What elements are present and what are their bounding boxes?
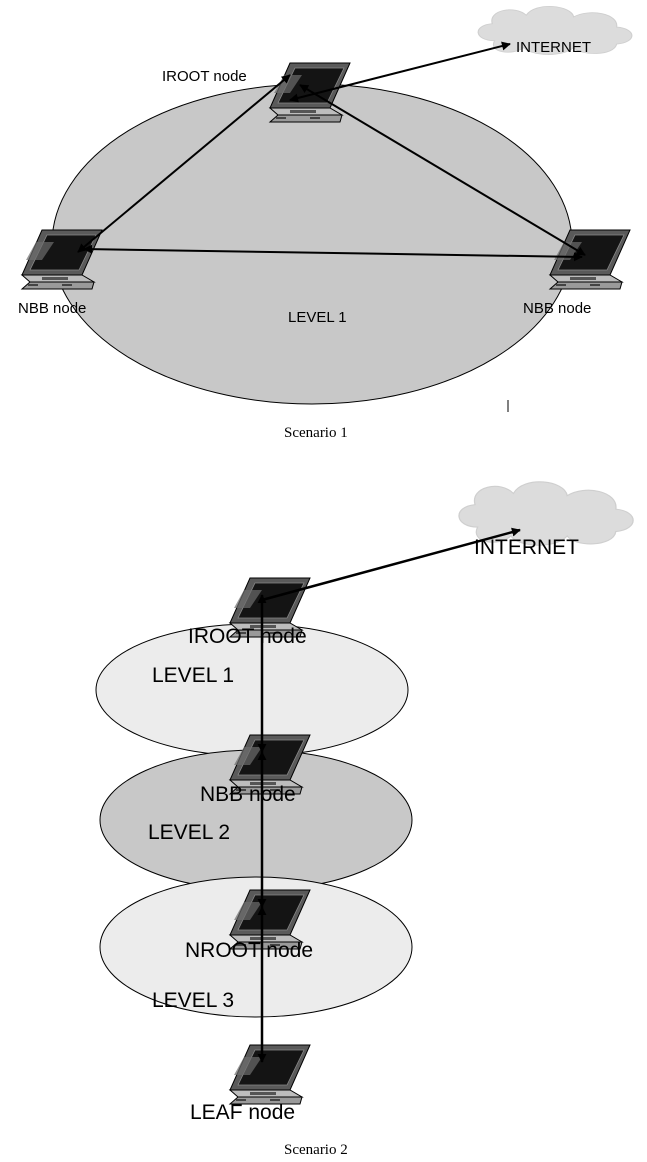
scenario-2-caption: Scenario 2 <box>284 1142 348 1158</box>
internet-label: INTERNET <box>474 536 579 559</box>
leaf-node-label: LEAF node <box>190 1101 295 1124</box>
scenario-1-caption: Scenario 1 <box>284 425 348 441</box>
link-iroot-nbb-left <box>77 74 291 253</box>
nbb-node-label: NBB node <box>200 783 296 806</box>
level-2-label: LEVEL 2 <box>148 821 230 844</box>
internet-label: INTERNET <box>516 39 591 56</box>
link-iroot-nbb-right <box>299 84 586 256</box>
nroot-node-label: NROOT node <box>185 939 313 962</box>
leaf-laptop-icon <box>229 1044 311 1105</box>
level-1-area <box>51 83 573 405</box>
iroot-node-label: IROOT node <box>188 625 307 648</box>
link-nbb-left-right <box>83 244 583 262</box>
iroot-node-label: IROOT node <box>162 68 247 85</box>
level-1-label: LEVEL 1 <box>288 309 347 326</box>
scenario-2: INTERNET IROOT node LEVEL 1 NBB node LEV… <box>95 481 634 1158</box>
level-1-label: LEVEL 1 <box>152 664 234 687</box>
scenario-1: INTERNET IROOT node NBB node NBB node LE… <box>18 5 633 441</box>
nbb-node-left-label: NBB node <box>18 300 86 317</box>
nbb-node-right-label: NBB node <box>523 300 591 317</box>
link-iroot-internet <box>261 527 521 602</box>
level-3-label: LEVEL 3 <box>152 989 234 1012</box>
